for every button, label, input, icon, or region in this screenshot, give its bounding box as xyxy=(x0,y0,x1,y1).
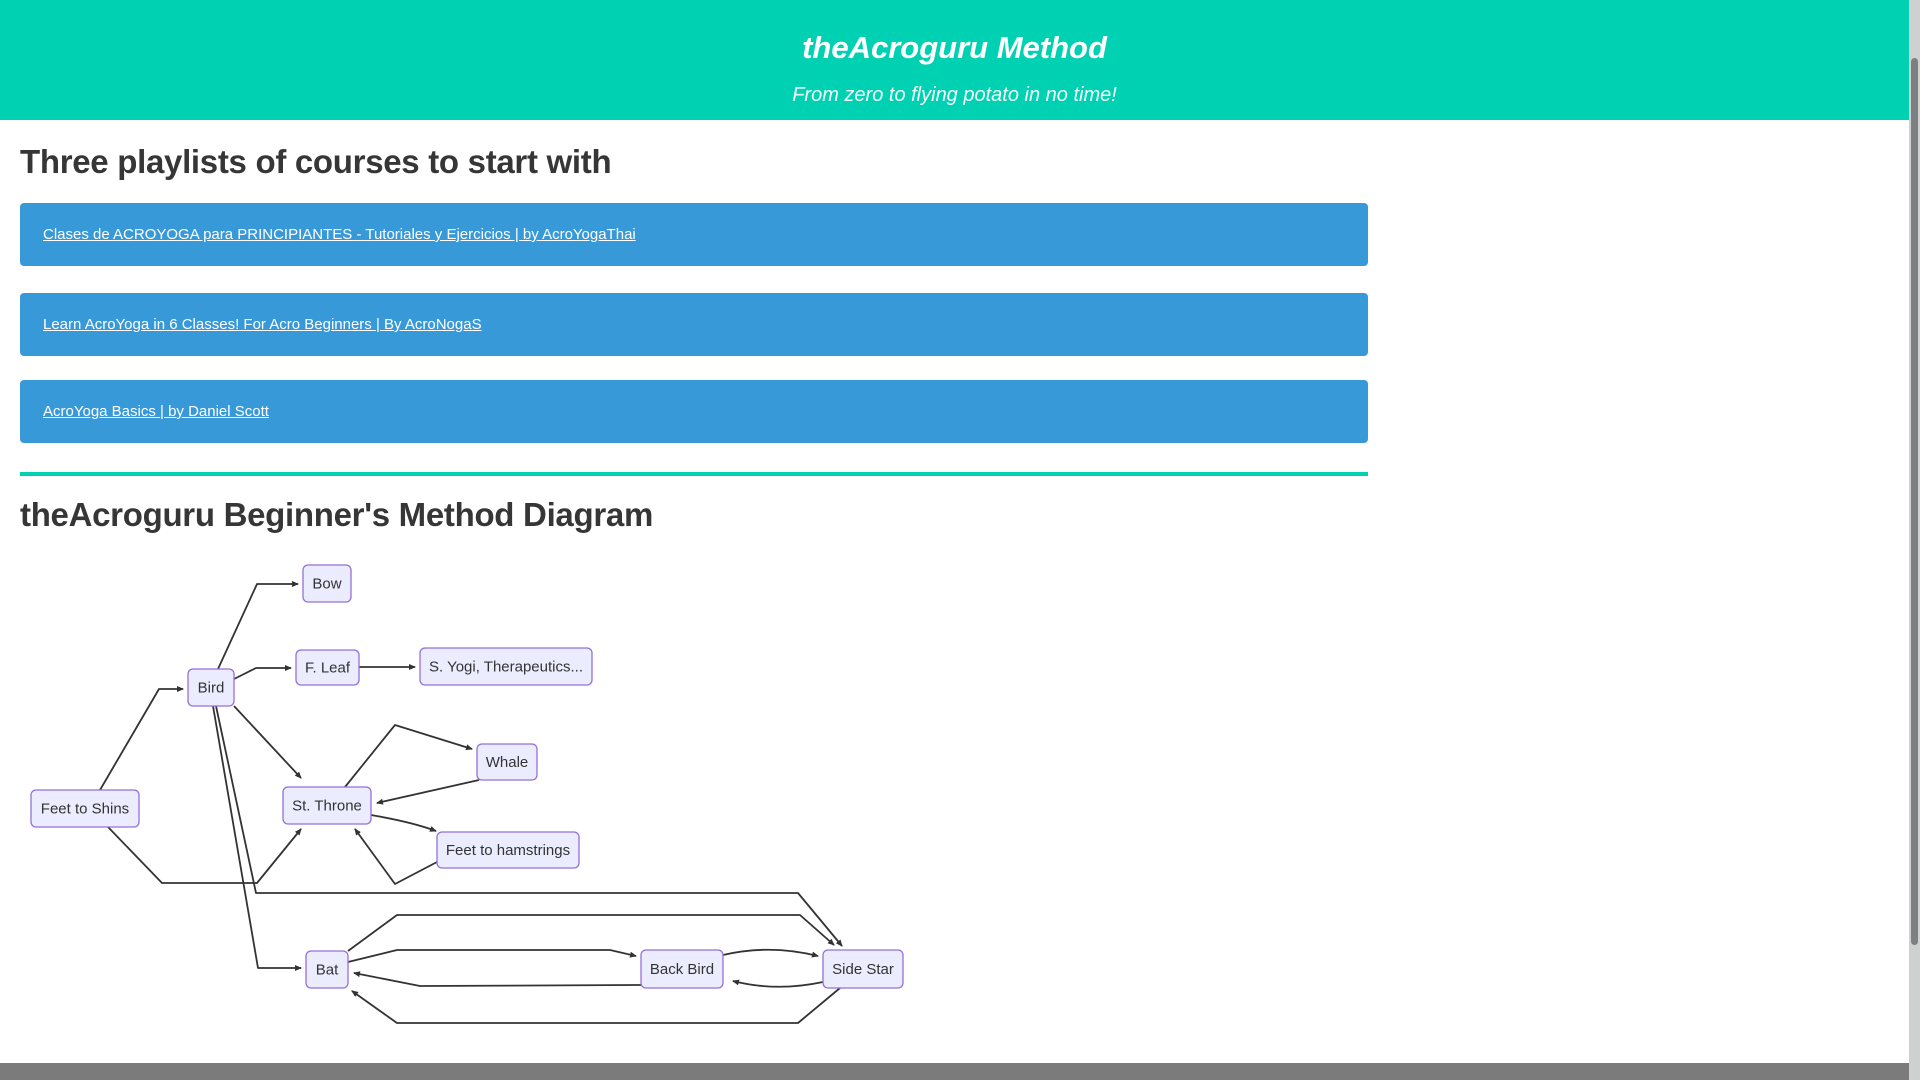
page-title: theAcroguru Method xyxy=(802,30,1107,65)
node-label-sidestar: Side Star xyxy=(832,961,894,978)
playlist-banner: Learn AcroYoga in 6 Classes! For Acro Be… xyxy=(20,293,1368,356)
node-box-fleaf xyxy=(295,649,360,686)
node-box-bat xyxy=(305,950,349,989)
node-label-whale: Whale xyxy=(486,754,529,771)
node-label-backbird: Back Bird xyxy=(650,961,714,978)
diagram-node-backbird: Back Bird xyxy=(640,949,724,989)
node-box-bird xyxy=(187,668,235,707)
node-box-bow xyxy=(302,564,352,603)
node-label-bird: Bird xyxy=(198,680,225,697)
node-box-f2h xyxy=(436,831,580,869)
diagram-node-throne: St. Throne xyxy=(282,786,372,825)
node-box-syogi xyxy=(419,647,593,686)
edge-throne-f2h xyxy=(370,814,437,832)
diagram-section-heading: theAcroguru Beginner's Method Diagram xyxy=(20,496,653,533)
edge-bat-sidestar xyxy=(347,914,835,952)
edge-bird-bow xyxy=(217,581,299,670)
node-box-sidestar xyxy=(822,949,904,989)
node-label-throne: St. Throne xyxy=(292,798,362,815)
diagram-node-bat: Bat xyxy=(305,950,349,989)
playlist-banner: AcroYoga Basics | by Daniel Scott xyxy=(20,380,1368,443)
edge-bird-throne xyxy=(233,705,302,779)
node-box-fts xyxy=(30,789,140,828)
page-subtitle: From zero to flying potato in no time! xyxy=(792,84,1117,106)
playlist-banner: Clases de ACROYOGA para PRINCIPIANTES - … xyxy=(20,203,1368,266)
diagram-node-fts: Feet to Shins xyxy=(30,789,140,828)
node-label-f2h: Feet to hamstrings xyxy=(446,842,570,859)
diagram-node-f2h: Feet to hamstrings xyxy=(436,831,580,869)
edge-f2h-throne xyxy=(354,828,438,885)
page-end-gutter xyxy=(0,1063,1909,1080)
node-label-fleaf: F. Leaf xyxy=(305,660,351,677)
edge-throne-whale xyxy=(344,724,473,788)
playlist-link-danielscott[interactable]: AcroYoga Basics | by Daniel Scott xyxy=(43,403,269,420)
diagram-node-bird: Bird xyxy=(187,668,235,707)
edge-whale-throne xyxy=(376,779,480,805)
edge-bird-sidestar xyxy=(215,705,843,947)
diagram-edges xyxy=(99,581,843,1024)
diagram-node-syogi: S. Yogi, Therapeutics... xyxy=(419,647,593,686)
app-header: theAcroguru Method From zero to flying p… xyxy=(0,0,1909,120)
edge-bat-backbird xyxy=(347,949,637,963)
edge-sidestar-bat xyxy=(351,987,841,1024)
playlist-link-acronogas[interactable]: Learn AcroYoga in 6 Classes! For Acro Be… xyxy=(43,316,482,333)
section-divider xyxy=(20,472,1368,476)
node-label-bat: Bat xyxy=(316,962,339,979)
playlists-section-heading: Three playlists of courses to start with xyxy=(20,143,612,180)
edge-fts-bird xyxy=(99,686,184,791)
node-box-throne xyxy=(282,786,372,825)
diagram-node-fleaf: F. Leaf xyxy=(295,649,360,686)
edge-bird-fleaf xyxy=(233,665,292,680)
node-label-syogi: S. Yogi, Therapeutics... xyxy=(429,659,583,676)
diagram-node-sidestar: Side Star xyxy=(822,949,904,989)
node-box-backbird xyxy=(640,949,724,989)
edge-sidestar-backbird xyxy=(732,979,824,988)
node-label-bow: Bow xyxy=(312,576,341,593)
node-label-fts: Feet to Shins xyxy=(41,801,129,818)
edge-backbird-bat xyxy=(353,971,642,987)
edge-bird-bat xyxy=(212,705,302,971)
node-box-whale xyxy=(476,743,538,781)
playlist-link-acroyogathai[interactable]: Clases de ACROYOGA para PRINCIPIANTES - … xyxy=(43,226,636,243)
diagram-node-bow: Bow xyxy=(302,564,352,603)
diagram-node-whale: Whale xyxy=(476,743,538,781)
edge-fts-throne xyxy=(107,826,302,884)
scrollbar-thumb[interactable] xyxy=(1911,58,1918,945)
edge-backbird-sidestar xyxy=(722,948,819,958)
